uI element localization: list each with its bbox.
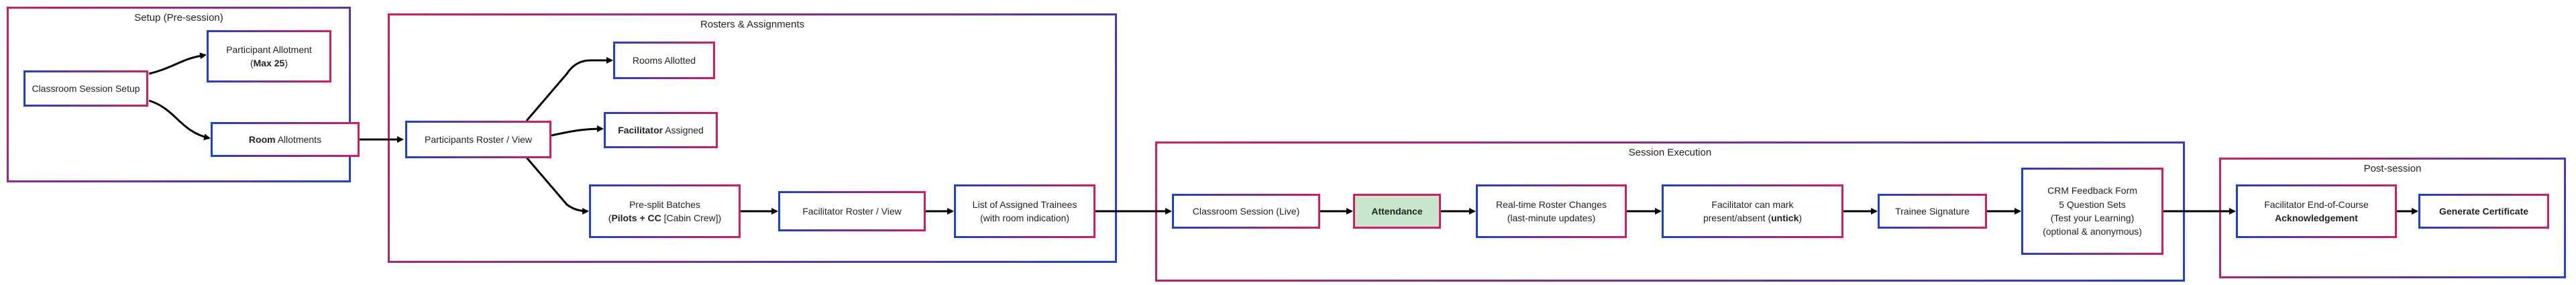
assigned-trainees-line2: (with room indication) bbox=[979, 213, 1070, 223]
presplit-label: Pre-split Batches bbox=[629, 198, 700, 210]
assigned-trainees-line1: List of Assigned Trainees bbox=[972, 198, 1077, 210]
room-allotments-rest: Allotments bbox=[275, 133, 322, 145]
facilitator-assigned-rest: Assigned bbox=[663, 124, 704, 135]
node-room-allotments: Room Allotments bbox=[211, 122, 360, 157]
node-facilitator-mark: Facilitator can mark present/absent (unt… bbox=[1662, 184, 1843, 238]
facilitator-mark-line2a: present/absent ( bbox=[1703, 213, 1772, 223]
facilitator-assigned-bold: Facilitator bbox=[618, 124, 663, 135]
node-participants-roster: Participants Roster / View bbox=[405, 121, 551, 158]
facilitator-roster-label: Facilitator Roster / View bbox=[802, 205, 902, 217]
node-facilitator-assigned: Facilitator Assigned bbox=[604, 112, 718, 148]
participant-allotment-max: Max 25 bbox=[253, 58, 285, 68]
participants-roster-label: Participants Roster / View bbox=[424, 133, 533, 145]
edge-roster-presplit bbox=[525, 157, 589, 215]
rooms-allotted-label: Rooms Allotted bbox=[632, 54, 696, 66]
room-allotments-bold: Room bbox=[248, 133, 276, 145]
node-classroom-session-setup: Classroom Session Setup bbox=[23, 70, 148, 107]
node-facilitator-roster: Facilitator Roster / View bbox=[778, 191, 926, 231]
group-setup-title: Setup (Pre-session) bbox=[134, 12, 223, 23]
group-execution-title: Session Execution bbox=[1628, 147, 1712, 158]
edge-roster-facilitator bbox=[551, 125, 604, 137]
node-assigned-trainees: List of Assigned Trainees (with room ind… bbox=[954, 184, 1095, 238]
node-classroom-session-setup-label: Classroom Session Setup bbox=[32, 82, 140, 94]
edge-setup-room bbox=[148, 99, 211, 141]
edge-roster-rooms bbox=[525, 57, 613, 121]
node-facilitator-eoc: Facilitator End-of-Course Acknowledgemen… bbox=[2236, 184, 2397, 238]
crm-line3: (Test your Learning) bbox=[2050, 213, 2135, 223]
node-crm-feedback: CRM Feedback Form 5 Question Sets (Test … bbox=[2021, 168, 2163, 255]
generate-certificate-label: Generate Certificate bbox=[2438, 205, 2529, 217]
node-classroom-live: Classroom Session (Live) bbox=[1172, 194, 1320, 229]
presplit-rest: [Cabin Crew] bbox=[661, 213, 718, 223]
facilitator-eoc-bold: Acknowledgement bbox=[2275, 213, 2358, 223]
trainee-signature-label: Trainee Signature bbox=[1895, 205, 1970, 217]
group-rosters-title: Rosters & Assignments bbox=[700, 19, 805, 30]
realtime-line2: (last-minute updates) bbox=[1507, 213, 1596, 223]
node-trainee-signature: Trainee Signature bbox=[1878, 194, 1987, 229]
node-generate-certificate: Generate Certificate bbox=[2418, 194, 2549, 229]
node-participant-allotment: Participant Allotment (Max 25) bbox=[207, 30, 331, 82]
crm-line2: 5 Question Sets bbox=[2059, 198, 2126, 210]
attendance-label: Attendance bbox=[1371, 205, 1423, 217]
group-post-title: Post-session bbox=[2363, 163, 2422, 174]
realtime-line1: Real-time Roster Changes bbox=[1496, 198, 1607, 210]
crm-line1: CRM Feedback Form bbox=[2047, 185, 2137, 196]
node-presplit-batches: Pre-split Batches (Pilots + CC [Cabin Cr… bbox=[589, 184, 741, 238]
participant-allotment-label: Participant Allotment bbox=[226, 44, 312, 55]
node-realtime-roster: Real-time Roster Changes (last-minute up… bbox=[1476, 184, 1627, 238]
facilitator-mark-untick: untick bbox=[1771, 213, 1799, 223]
presplit-bold: Pilots + CC bbox=[611, 213, 661, 223]
classroom-live-label: Classroom Session (Live) bbox=[1192, 205, 1300, 217]
node-rooms-allotted: Rooms Allotted bbox=[613, 42, 715, 79]
facilitator-mark-line2b: ) bbox=[1799, 213, 1803, 223]
facilitator-eoc-line1: Facilitator End-of-Course bbox=[2264, 198, 2369, 210]
crm-line4: (optional & anonymous) bbox=[2043, 226, 2142, 237]
node-attendance: Attendance bbox=[1353, 194, 1441, 229]
facilitator-mark-line1: Facilitator can mark bbox=[1711, 198, 1794, 210]
edge-setup-participant bbox=[148, 52, 207, 75]
